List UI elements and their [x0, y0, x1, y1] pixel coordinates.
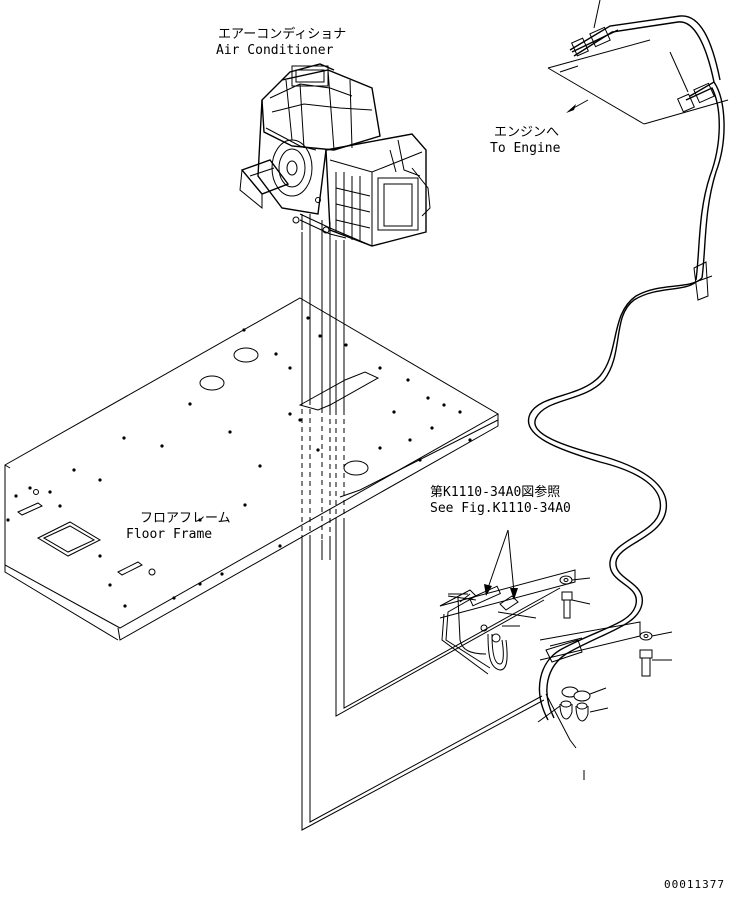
label-air-conditioner-en: Air Conditioner: [216, 43, 334, 58]
label-floor-frame-en: Floor Frame: [126, 527, 212, 542]
lower-bracket: [439, 569, 641, 661]
reference-arrows: [484, 529, 518, 600]
hardware-parts: [537, 575, 673, 780]
refrigerant-pipe: [527, 15, 725, 721]
air-conditioner-unit: [239, 63, 431, 247]
label-floor-frame-ja: フロアフレーム: [140, 511, 231, 526]
label-see-fig-en: See Fig.K1110-34A0: [430, 501, 571, 516]
drawing-number: 00011377: [664, 878, 725, 891]
label-to-engine-ja: エンジンへ: [494, 125, 559, 140]
floor-frame: [4, 297, 500, 641]
hose-fitting-assembly: [439, 585, 537, 675]
drain-hoses: [301, 232, 561, 831]
label-air-conditioner-ja: エアーコンディショナ: [218, 26, 346, 42]
label-see-fig-ja: 第K1110-34A0図参照: [430, 484, 560, 500]
to-engine-plane: [547, 0, 729, 125]
label-to-engine-en: To Engine: [490, 141, 561, 156]
